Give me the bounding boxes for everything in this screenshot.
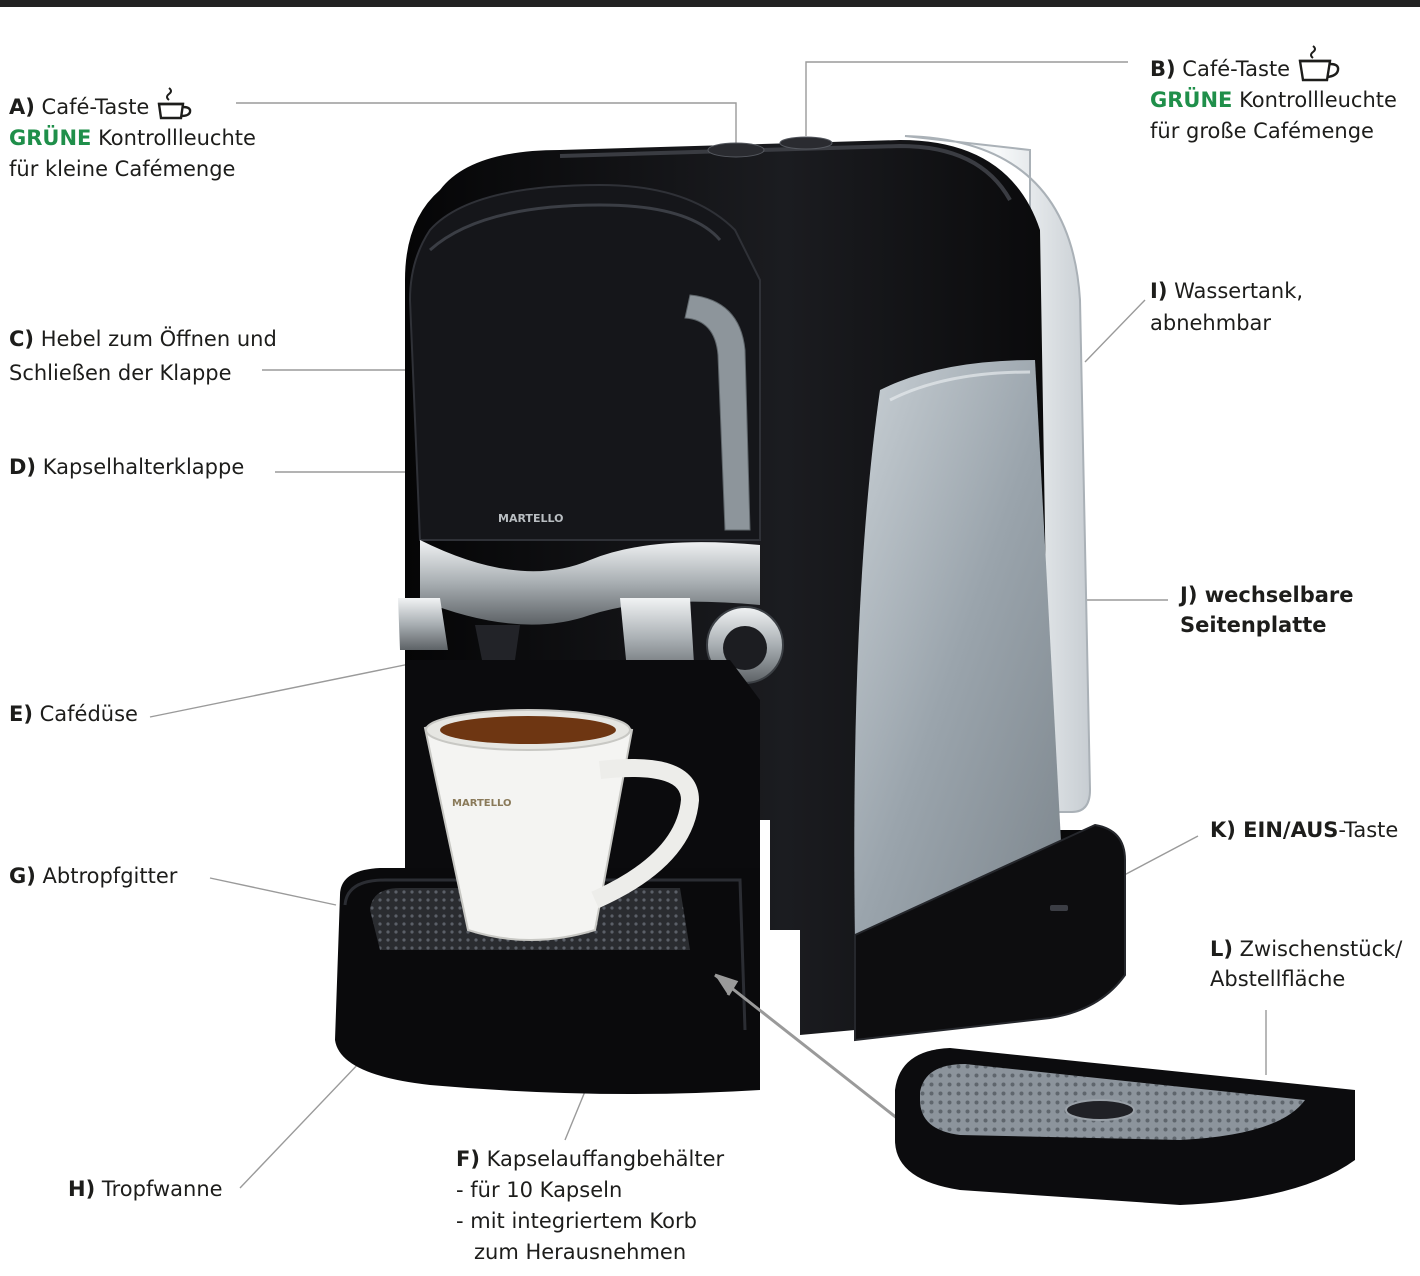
coffee-nozzle [475, 625, 520, 660]
callout-i-line2: abnehmbar [1150, 307, 1303, 339]
callout-k: K) EIN/AUS-Taste [1210, 815, 1398, 846]
callout-j-letter: J) [1180, 583, 1197, 607]
callout-k-rest: -Taste [1338, 818, 1398, 842]
callout-e-letter: E) [9, 702, 33, 726]
callout-h: H) Tropfwanne [68, 1174, 223, 1205]
callout-g-letter: G) [9, 864, 36, 888]
cafe-button-a[interactable] [708, 143, 764, 157]
callout-b: B) Café-Taste GRÜNE Kontrollleuchte für … [1150, 44, 1397, 147]
callout-e: E) Cafédüse [9, 699, 138, 730]
callout-b-highlight: GRÜNE [1150, 88, 1232, 112]
callout-c-line1: Hebel zum Öffnen und [34, 327, 277, 351]
callout-d: D) Kapselhalterklappe [9, 452, 244, 483]
cafe-button-b[interactable] [780, 137, 832, 149]
callout-h-letter: H) [68, 1177, 95, 1201]
callout-a-line3: für kleine Cafémenge [9, 154, 256, 185]
callout-a: A) Café-Taste GRÜNE Kontrollleuchte für … [9, 86, 256, 185]
callout-k-bold: EIN/AUS [1236, 818, 1339, 842]
leader-i [1085, 300, 1145, 362]
callout-f-line4: zum Herausnehmen [456, 1237, 724, 1268]
callout-f-line3: - mit integriertem Korb [456, 1206, 724, 1237]
callout-j-line1: wechselbare [1197, 583, 1353, 607]
callout-e-line1: Cafédüse [33, 702, 138, 726]
callout-b-line2: Kontrollleuchte [1232, 88, 1397, 112]
callout-d-line1: Kapselhalterklappe [36, 455, 244, 479]
callout-l-line1: Zwischenstück/ [1233, 937, 1402, 961]
callout-h-line1: Tropfwanne [95, 1177, 222, 1201]
leader-g [210, 878, 336, 905]
cup-brand: MARTELLO [452, 798, 511, 809]
callout-k-letter: K) [1210, 818, 1236, 842]
leader-b [806, 62, 1128, 136]
on-off-button[interactable] [1050, 905, 1068, 911]
callout-j-line2: Seitenplatte [1180, 610, 1354, 640]
callout-j: J) wechselbare Seitenplatte [1180, 580, 1354, 640]
callout-a-letter: A) [9, 95, 35, 119]
callout-a-highlight: GRÜNE [9, 126, 91, 150]
coffee-cup-icon [1296, 44, 1342, 82]
callout-c: C) Hebel zum Öffnen und Schließen der Kl… [9, 322, 277, 390]
callout-a-line2: Kontrollleuchte [91, 126, 256, 150]
capsule-holder-flap [410, 185, 760, 540]
callout-i-line1: Wassertank, [1167, 279, 1303, 303]
callout-c-line2: Schließen der Klappe [9, 356, 277, 390]
callout-b-letter: B) [1150, 57, 1176, 81]
callout-d-letter: D) [9, 455, 36, 479]
callout-b-line3: für große Cafémenge [1150, 116, 1397, 147]
callout-i: I) Wassertank, abnehmbar [1150, 275, 1303, 339]
callout-l-letter: L) [1210, 937, 1233, 961]
callout-l-line2: Abstellfläche [1210, 964, 1402, 994]
callout-a-title: Café-Taste [42, 95, 150, 119]
brand-badge: MARTELLO [498, 512, 563, 525]
callout-l: L) Zwischenstück/ Abstellfläche [1210, 934, 1402, 994]
callout-b-title: Café-Taste [1182, 57, 1290, 81]
callout-c-letter: C) [9, 327, 34, 351]
callout-f-line2: - für 10 Kapseln [456, 1175, 724, 1206]
callout-f-letter: F) [456, 1147, 480, 1171]
coffee-cup-icon [155, 86, 195, 120]
callout-g-line1: Abtropfgitter [36, 864, 178, 888]
left-clamp [398, 598, 448, 650]
adapter-plate [895, 1048, 1355, 1205]
callout-f-line1: Kapselauffangbehälter [480, 1147, 724, 1171]
callout-g: G) Abtropfgitter [9, 861, 177, 892]
leader-a [236, 103, 736, 143]
callout-f: F) Kapselauffangbehälter - für 10 Kapsel… [456, 1144, 724, 1268]
callout-i-letter: I) [1150, 279, 1167, 303]
